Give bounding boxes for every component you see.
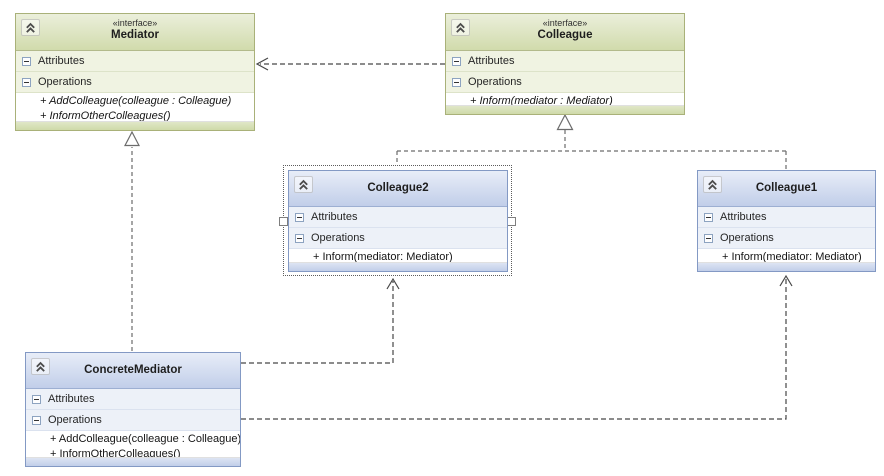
operations-label: Operations [468,76,522,88]
attributes-label: Attributes [720,211,767,223]
collapse-chevron-icon[interactable] [31,358,50,375]
minus-box-icon[interactable] [452,77,461,87]
box-footer-strip [698,263,875,271]
minus-box-icon[interactable] [704,212,713,222]
class-box-colleague2[interactable]: Colleague2 Attributes Operations + Infor… [288,170,508,272]
method-item[interactable]: + InformOtherColleagues() [40,109,171,122]
dependency-colleague-to-mediator[interactable] [255,57,445,71]
stereotype-label: «interface» [112,18,158,28]
method-item[interactable]: + InformOtherColleagues() [50,447,181,458]
attributes-label: Attributes [468,55,515,67]
operations-section-row[interactable]: Operations [289,228,507,249]
dependency-concretemediator-to-colleague2[interactable] [241,277,400,364]
selection-handle-left[interactable] [279,216,288,226]
method-item[interactable]: + AddColleague(colleague : Colleague) [50,433,240,445]
realization-concretemediator-to-mediator[interactable] [124,130,140,351]
operations-label: Operations [311,232,365,244]
class-title: Mediator [111,29,159,41]
class-header: «interface» Colleague [446,14,684,51]
operations-list: + Inform(mediator: Mediator) [698,249,875,263]
attributes-section-row[interactable]: Attributes [26,389,240,410]
box-footer-strip [289,263,507,271]
attributes-label: Attributes [38,55,85,67]
attributes-section-row[interactable]: Attributes [289,207,507,228]
minus-box-icon[interactable] [22,56,31,66]
class-title: ConcreteMediator [84,364,182,376]
method-item[interactable]: + Inform(mediator : Mediator) [470,95,613,106]
class-box-mediator[interactable]: «interface» Mediator Attributes Operatio… [15,13,255,131]
class-box-concretemediator[interactable]: ConcreteMediator Attributes Operations +… [25,352,241,467]
class-title: Colleague [537,29,593,41]
minus-box-icon[interactable] [452,56,461,66]
collapse-chevron-icon[interactable] [21,19,40,36]
realization-colleagues-to-colleague[interactable] [396,113,787,169]
dependency-concretemediator-to-colleague1[interactable] [241,274,793,420]
attributes-label: Attributes [311,211,358,223]
operations-section-row[interactable]: Operations [16,72,254,93]
box-footer-strip [26,458,240,466]
class-title: Colleague1 [755,182,818,194]
minus-box-icon[interactable] [704,233,713,243]
method-item[interactable]: + AddColleague(colleague : Colleague) [40,95,232,107]
box-footer-strip [446,106,684,114]
collapse-chevron-icon[interactable] [451,19,470,36]
class-header: Colleague1 [698,171,875,207]
collapse-chevron-icon[interactable] [294,176,313,193]
class-header: ConcreteMediator [26,353,240,389]
operations-list: + Inform(mediator : Mediator) [446,93,684,106]
class-header: «interface» Mediator [16,14,254,51]
operations-list: + Inform(mediator: Mediator) [289,249,507,263]
operations-section-row[interactable]: Operations [26,410,240,431]
operations-label: Operations [38,76,92,88]
class-header: Colleague2 [289,171,507,207]
stereotype-label: «interface» [542,18,588,28]
operations-list: + AddColleague(colleague : Colleague) + … [16,93,254,122]
minus-box-icon[interactable] [295,233,304,243]
attributes-label: Attributes [48,393,95,405]
attributes-section-row[interactable]: Attributes [446,51,684,72]
collapse-chevron-icon[interactable] [703,176,722,193]
minus-box-icon[interactable] [32,394,41,404]
operations-section-row[interactable]: Operations [446,72,684,93]
method-item[interactable]: + Inform(mediator: Mediator) [313,251,453,263]
selection-handle-right[interactable] [507,216,516,226]
operations-label: Operations [48,414,102,426]
attributes-section-row[interactable]: Attributes [16,51,254,72]
class-title: Colleague2 [367,182,429,194]
box-footer-strip [16,122,254,130]
operations-label: Operations [720,232,774,244]
operations-section-row[interactable]: Operations [698,228,875,249]
minus-box-icon[interactable] [295,212,304,222]
minus-box-icon[interactable] [32,415,41,425]
attributes-section-row[interactable]: Attributes [698,207,875,228]
operations-list: + AddColleague(colleague : Colleague) + … [26,431,240,458]
minus-box-icon[interactable] [22,77,31,87]
class-box-colleague[interactable]: «interface» Colleague Attributes Operati… [445,13,685,115]
class-box-colleague1[interactable]: Colleague1 Attributes Operations + Infor… [697,170,876,272]
method-item[interactable]: + Inform(mediator: Mediator) [722,251,862,263]
